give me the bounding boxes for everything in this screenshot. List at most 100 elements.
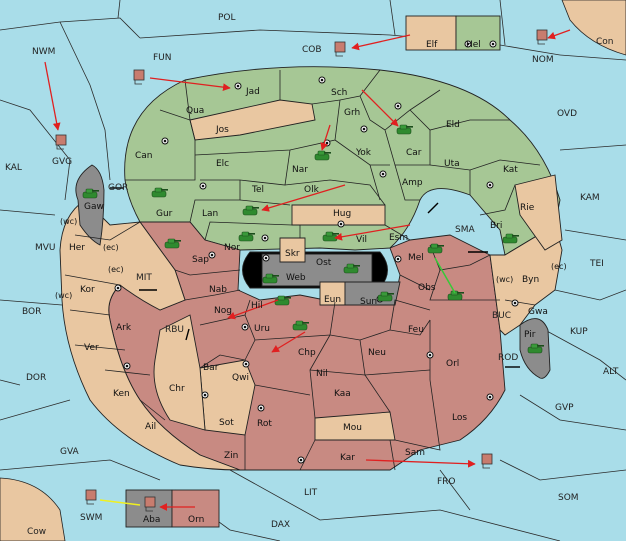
- sea-label-alt: ALT: [603, 367, 619, 377]
- sea-label-ovd: OVD: [557, 109, 577, 119]
- land-label-kat: Kat: [503, 165, 518, 175]
- sea-label-wc3: (wc): [496, 275, 513, 284]
- land-label-elc: Elc: [216, 159, 229, 169]
- land-label-sam: Sam: [405, 448, 425, 458]
- sea-label-som: SOM: [558, 493, 579, 503]
- sea-label-lit: LIT: [304, 488, 318, 498]
- land-labels: Elf Hel Jad Sch Qua Jos Grh Eld Can Nar …: [69, 40, 548, 525]
- supply-center-icon: [318, 76, 326, 84]
- land-label-eun: Eun: [324, 295, 341, 305]
- sea-label-kam: KAM: [580, 193, 600, 203]
- sea-label-wc1: (wc): [60, 217, 77, 226]
- land-label-ark: Ark: [116, 323, 132, 333]
- sea-label-kal: KAL: [5, 163, 22, 173]
- supply-center-icon: [161, 137, 169, 145]
- order-arrows: [44, 29, 571, 511]
- sea-label-buc: BUC: [492, 311, 511, 321]
- land-label-chp: Chp: [298, 348, 316, 358]
- land-label-byn: Byn: [522, 275, 539, 285]
- supply-center-icon: [114, 284, 122, 292]
- land-label-qwi: Qwi: [232, 373, 249, 383]
- land-label-mel: Mel: [408, 253, 424, 263]
- land-label-kaa: Kaa: [334, 389, 351, 399]
- sea-label-gor: GOR: [108, 183, 128, 193]
- land-label-ken: Ken: [113, 389, 130, 399]
- land-label-uta: Uta: [444, 159, 460, 169]
- sea-label-pol: POL: [218, 13, 236, 23]
- land-label-tel: Tel: [251, 185, 264, 195]
- land-label-grh: Grh: [344, 108, 360, 118]
- sea-label-cob: COB: [302, 45, 322, 55]
- sea-label-ec1: (ec): [103, 243, 119, 252]
- supply-center-icon: [426, 351, 434, 359]
- supply-center-icon: [242, 360, 250, 368]
- supply-center-icon: [394, 102, 402, 110]
- sea-label-mvu: MVU: [35, 243, 56, 253]
- sea-label-dax: DAX: [271, 520, 290, 530]
- sea-label-kup: KUP: [570, 327, 588, 337]
- supply-center-icon: [262, 254, 270, 262]
- supply-center-icon: [511, 299, 519, 307]
- supply-center-icon: [261, 234, 269, 242]
- land-label-hug: Hug: [333, 209, 351, 219]
- sea-label-gva: GVA: [60, 447, 80, 457]
- sea-label-sma: SMA: [455, 225, 475, 235]
- supply-center-icon: [486, 181, 494, 189]
- internal-borders: [64, 69, 541, 471]
- land-label-can: Can: [135, 151, 153, 161]
- supply-center-icon: [234, 82, 242, 90]
- land-label-elf: Elf: [426, 40, 438, 50]
- sea-label-ec3: (ec): [551, 262, 567, 271]
- sea-label-wc2: (wc): [55, 291, 72, 300]
- tan-west-region[interactable]: [59, 199, 241, 471]
- land-label-ost: Ost: [316, 258, 332, 268]
- sea-label-nwm: NWM: [32, 47, 55, 57]
- land-label-orn: Orn: [188, 515, 204, 525]
- sea-label-nom: NOM: [532, 55, 554, 65]
- land-label-sap: Sap: [192, 255, 209, 265]
- land-label-gaw: Gaw: [84, 202, 104, 212]
- land-label-nog: Nog: [214, 306, 232, 316]
- land-label-ail: Ail: [145, 422, 156, 432]
- supply-center-icon: [489, 40, 497, 48]
- land-label-feu: Feu: [408, 325, 424, 335]
- support-line: [434, 257, 456, 294]
- supply-center-icon: [394, 255, 402, 263]
- land-label-sun: Sun: [360, 297, 377, 307]
- land-label-neu: Neu: [368, 348, 386, 358]
- land-label-sot: Sot: [219, 418, 234, 428]
- land-label-hil: Hil: [251, 301, 263, 311]
- double-arrow-icon: [185, 328, 190, 341]
- land-label-sch: Sch: [331, 88, 347, 98]
- land-label-pir: Pir: [524, 330, 536, 340]
- land-label-olk: Olk: [304, 185, 320, 195]
- land-label-amp: Amp: [402, 178, 423, 188]
- gaw-territory[interactable]: [75, 164, 105, 246]
- land-label-aba: Aba: [143, 515, 160, 525]
- chr-territory[interactable]: [153, 314, 206, 431]
- land-label-lan: Lan: [202, 209, 218, 219]
- land-label-hel: Hel: [466, 40, 481, 50]
- double-arrow-icons: [110, 187, 520, 368]
- supply-center-icon: [297, 456, 305, 464]
- sea-label-rod: ROD: [498, 353, 518, 363]
- sea-label-rbu: RBU: [165, 325, 184, 335]
- supply-center-icon: [208, 251, 216, 259]
- cow-land[interactable]: [0, 477, 66, 541]
- sea-label-bor: BOR: [22, 307, 41, 317]
- land-label-obs: Obs: [418, 283, 436, 293]
- rie-territory[interactable]: [514, 174, 563, 251]
- land-label-eld: Eld: [446, 120, 460, 130]
- skr-territory[interactable]: [279, 237, 306, 263]
- orn-territory[interactable]: [171, 489, 220, 528]
- sea-label-tei: TEI: [589, 259, 604, 269]
- land-label-qua: Qua: [186, 106, 204, 116]
- supply-center-icon: [337, 220, 345, 228]
- land-label-nab: Nab: [209, 285, 227, 295]
- elf-territory[interactable]: [405, 15, 457, 51]
- land-label-kor: Kor: [80, 285, 95, 295]
- sea-label-swm: SWM: [80, 513, 102, 523]
- land-label-rie: Rie: [520, 203, 535, 213]
- convoy-line: [99, 499, 141, 506]
